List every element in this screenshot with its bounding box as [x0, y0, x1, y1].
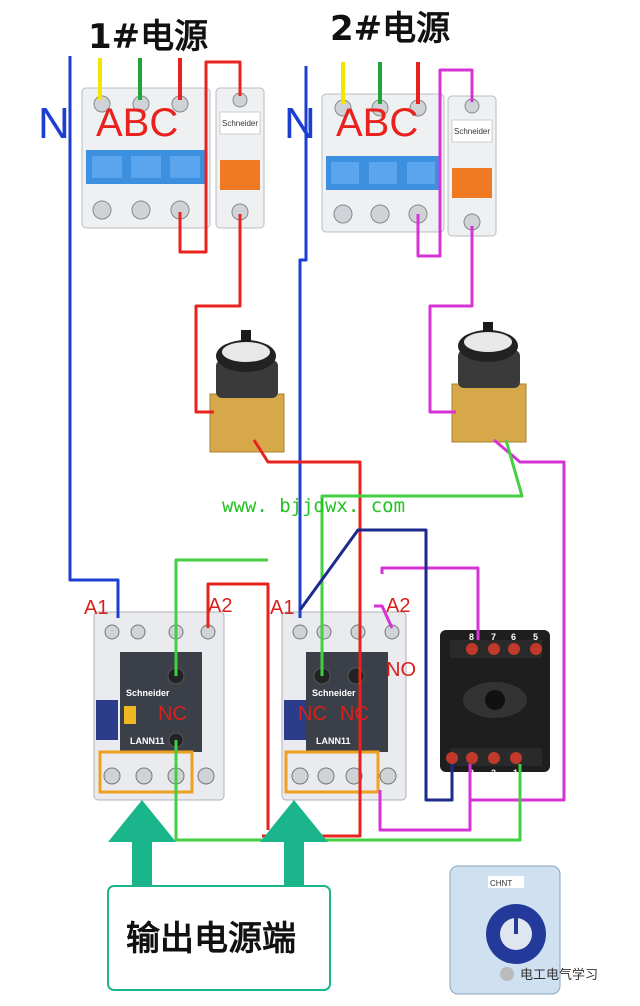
wires [68, 56, 566, 842]
coil-a1-label-2: A1 [270, 597, 294, 619]
wire-neutral-2 [298, 66, 308, 618]
wire-green-2 [320, 439, 524, 676]
coil-a2-label-1: A2 [208, 595, 232, 617]
contactor-1-model: LANN11 [130, 736, 165, 746]
contactor-1-brand: Schneider [126, 688, 170, 698]
wire-magenta-1 [416, 68, 474, 258]
output-box [107, 885, 331, 991]
website-label: www. bjjdwx. com [222, 495, 405, 517]
breaker-1p-1: Schneider [215, 87, 265, 229]
wire-navy-1 [298, 528, 454, 802]
contactor-2-brand: Schneider [312, 688, 356, 698]
no-label: NO [386, 659, 416, 681]
nc-label-3: NC [340, 703, 369, 725]
wechat-icon [500, 967, 514, 981]
coil-a2-label-2: A2 [386, 595, 410, 617]
relay-pin-6: 6 [511, 632, 516, 642]
title-power-1: 1#电源 [88, 17, 208, 57]
nc-label-2: NC [298, 703, 327, 725]
contactor-1: Schneider LANN11 [93, 611, 225, 801]
contactor-2: Schneider LANN11 [281, 611, 407, 801]
relay-pin-3: 3 [469, 768, 474, 778]
wire-green-3 [174, 740, 522, 842]
watermark-text: 电工电气学习 [520, 967, 598, 983]
output-arrow-1 [108, 800, 176, 888]
phase-labels-2: ABC [336, 101, 418, 145]
output-arrow-2 [260, 800, 328, 888]
neutral-label-1: N [38, 99, 70, 148]
breaker-2-brand: Schneider [454, 127, 490, 136]
output-label: 输出电源端 [126, 919, 296, 959]
wire-red-1 [178, 60, 242, 254]
wire-magenta-5 [374, 604, 394, 629]
timer-relay: CHNT [449, 865, 561, 995]
wire-magenta-4 [380, 566, 480, 640]
nc-label-1: NC [158, 703, 187, 725]
wire-magenta-6 [378, 770, 472, 832]
selector-switch-2 [451, 322, 527, 443]
title-power-2: 2#电源 [330, 9, 450, 49]
wire-green-1 [174, 558, 268, 676]
neutral-label-2: N [284, 99, 316, 148]
wire-magenta-2 [428, 226, 474, 414]
wire-red-3 [252, 439, 362, 838]
relay-pin-1: 1 [513, 768, 518, 778]
timer-brand: CHNT [490, 879, 512, 888]
relay-pin-5: 5 [533, 632, 538, 642]
breaker-1-brand: Schneider [222, 119, 258, 128]
contactor-2-model: LANN11 [316, 736, 351, 746]
selector-switch-1 [209, 330, 285, 453]
coil-a1-label-1: A1 [84, 597, 108, 619]
watermark: 电工电气学习 [500, 967, 598, 983]
breaker-1p-2: Schneider [447, 95, 497, 237]
relay-pin-8: 8 [469, 632, 474, 642]
wire-red-2 [194, 214, 242, 414]
relay-pin-7: 7 [491, 632, 496, 642]
relay-pin-2: 2 [491, 768, 496, 778]
breaker-3p-1 [81, 87, 211, 229]
breaker-3p-2 [321, 93, 445, 233]
phase-labels-1: ABC [96, 101, 178, 145]
wire-neutral-1 [68, 56, 120, 618]
relay-socket: 8 7 6 5 4 3 2 1 [440, 630, 550, 778]
wire-red-4 [206, 582, 270, 830]
